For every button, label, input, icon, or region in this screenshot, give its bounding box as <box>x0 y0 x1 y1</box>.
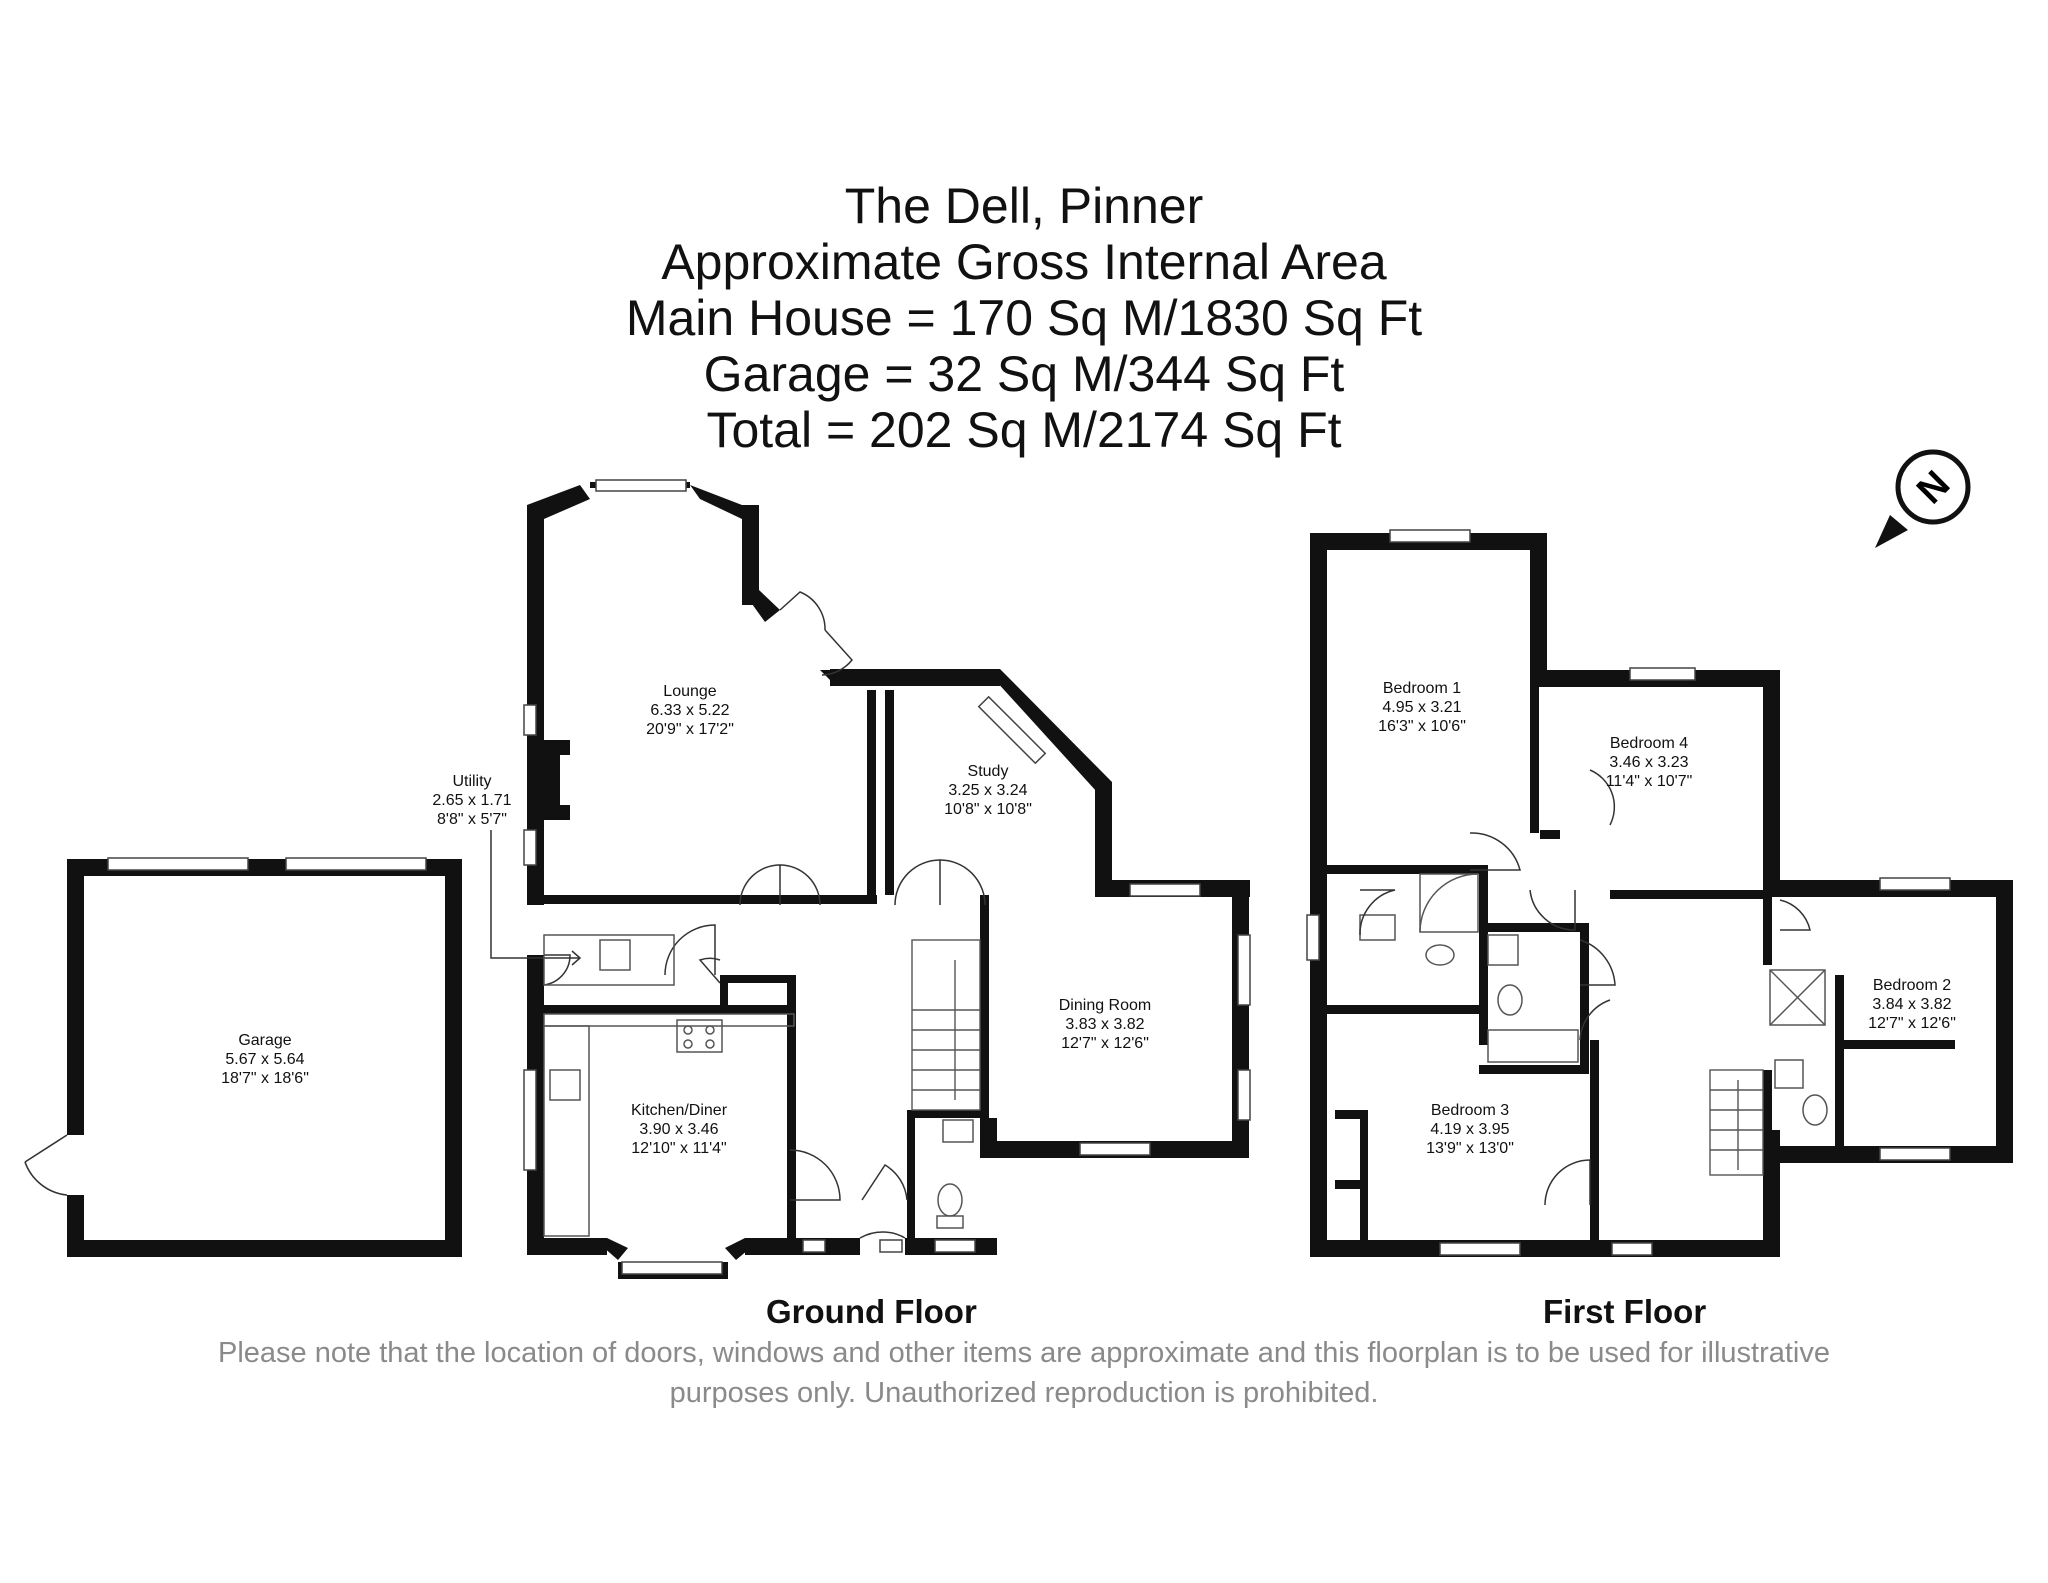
title-block: The Dell, Pinner Approximate Gross Inter… <box>0 178 2048 458</box>
room-metric: 3.25 x 3.24 <box>948 782 1027 799</box>
room-metric: 3.83 x 3.82 <box>1065 1016 1144 1033</box>
garage-side-door-icon <box>24 1134 68 1196</box>
room-imperial: 16'3" x 10'6" <box>1378 718 1466 735</box>
first-floor-windows <box>1306 529 1951 1256</box>
room-metric: 3.46 x 3.23 <box>1609 754 1688 771</box>
room-label-kitchen-diner: Kitchen/Diner 3.90 x 3.46 12'10" x 11'4" <box>631 1102 728 1157</box>
room-name: Bedroom 3 <box>1431 1102 1509 1119</box>
first-stairs-icon <box>1709 1069 1764 1176</box>
property-name: The Dell, Pinner <box>844 178 1204 234</box>
room-label-bedroom-3: Bedroom 3 4.19 x 3.95 13'9" x 13'0" <box>1426 1102 1514 1157</box>
utility-pointer-icon <box>490 830 582 966</box>
room-label-bedroom-4: Bedroom 4 3.46 x 3.23 11'4" x 10'7" <box>1606 735 1693 790</box>
ground-floor-walls <box>527 482 1250 1279</box>
disclaimer-line-2: purposes only. Unauthorized reproduction… <box>669 1377 1379 1409</box>
room-metric: 6.33 x 5.22 <box>650 702 729 719</box>
room-metric: 3.84 x 3.82 <box>1872 996 1951 1013</box>
room-label-bedroom-1: Bedroom 1 4.95 x 3.21 16'3" x 10'6" <box>1378 680 1466 735</box>
garage-area: Garage = 32 Sq M/344 Sq Ft <box>703 346 1345 402</box>
fireplace-icon <box>544 740 570 820</box>
room-label-utility: Utility 2.65 x 1.71 8'8" x 5'7" <box>432 773 511 828</box>
ground-floor-windows <box>523 479 1251 1275</box>
first-floor-doors <box>1359 769 1811 1206</box>
room-name: Bedroom 2 <box>1873 977 1951 994</box>
room-label-garage: Garage 5.67 x 5.64 18'7" x 18'6" <box>221 1032 309 1087</box>
room-name: Study <box>968 763 1009 780</box>
room-label-dining-room: Dining Room 3.83 x 3.82 12'7" x 12'6" <box>1059 997 1151 1052</box>
room-label-bedroom-2: Bedroom 2 3.84 x 3.82 12'7" x 12'6" <box>1868 977 1956 1032</box>
room-imperial: 12'7" x 12'6" <box>1868 1015 1956 1032</box>
room-name: Dining Room <box>1059 997 1151 1014</box>
ground-floor-label: Ground Floor <box>766 1293 977 1330</box>
room-imperial: 8'8" x 5'7" <box>437 811 507 828</box>
room-imperial: 18'7" x 18'6" <box>221 1070 309 1087</box>
kitchen-fittings <box>543 934 795 1237</box>
room-metric: 3.90 x 3.46 <box>639 1121 718 1138</box>
room-metric: 5.67 x 5.64 <box>225 1051 304 1068</box>
ground-wc-fittings <box>936 1119 974 1229</box>
room-imperial: 13'9" x 13'0" <box>1426 1140 1514 1157</box>
room-imperial: 11'4" x 10'7" <box>1606 773 1693 790</box>
room-name: Bedroom 1 <box>1383 680 1461 697</box>
first-floor-bathroom-fittings <box>1359 873 1828 1126</box>
room-imperial: 10'8" x 10'8" <box>944 801 1032 818</box>
room-label-study: Study 3.25 x 3.24 10'8" x 10'8" <box>944 763 1032 818</box>
north-arrow-icon: N <box>1875 449 1971 548</box>
total-area: Total = 202 Sq M/2174 Sq Ft <box>706 402 1342 458</box>
main-house-area: Main House = 170 Sq M/1830 Sq Ft <box>625 290 1423 346</box>
room-metric: 4.95 x 3.21 <box>1382 699 1461 716</box>
room-imperial: 20'9" x 17'2" <box>646 721 734 738</box>
disclaimer-line-1: Please note that the location of doors, … <box>217 1337 1831 1369</box>
disclaimer: Please note that the location of doors, … <box>0 1333 2048 1413</box>
room-name: Kitchen/Diner <box>631 1102 728 1119</box>
room-name: Utility <box>452 773 491 790</box>
room-metric: 4.19 x 3.95 <box>1430 1121 1509 1138</box>
room-imperial: 12'10" x 11'4" <box>631 1140 726 1157</box>
first-floor-label: First Floor <box>1543 1293 1707 1330</box>
area-subtitle: Approximate Gross Internal Area <box>661 234 1387 290</box>
room-name: Bedroom 4 <box>1610 735 1688 752</box>
garage-door-openings <box>64 857 427 1195</box>
room-name: Lounge <box>663 683 716 700</box>
compass-letter: N <box>1909 463 1958 512</box>
room-metric: 2.65 x 1.71 <box>432 792 511 809</box>
room-imperial: 12'7" x 12'6" <box>1061 1035 1149 1052</box>
ground-stairs-icon <box>911 939 981 1111</box>
room-name: Garage <box>238 1032 291 1049</box>
room-label-lounge: Lounge 6.33 x 5.22 20'9" x 17'2" <box>646 683 734 738</box>
ground-floor-doors <box>543 591 986 1239</box>
